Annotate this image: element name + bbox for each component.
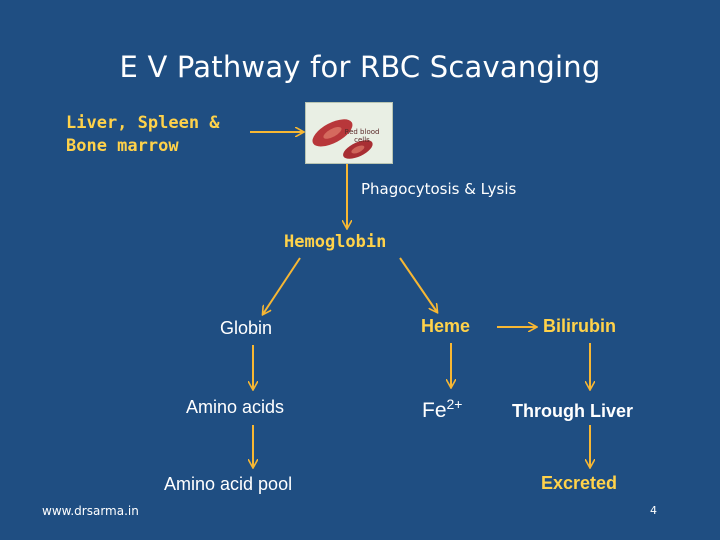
red-blood-cells-image: Red blood cells: [305, 102, 393, 164]
image-caption: Red blood cells: [344, 128, 380, 144]
globin-label: Globin: [220, 318, 273, 338]
slide-title: E V Pathway for RBC Scavanging: [119, 50, 601, 84]
hemoglobin-label: Hemoglobin: [284, 232, 387, 252]
arrow-hemoglobin-to-heme: [399, 257, 437, 312]
excreted-label: Excreted: [541, 473, 618, 493]
iron-ion-label: Fe2+: [422, 396, 462, 423]
red-blood-cell-illustration: [312, 119, 373, 159]
amino-acids-label: Amino acids: [186, 397, 285, 417]
website-footer: www.drsarma.in: [42, 504, 139, 518]
through-liver-label: Through Liver: [512, 401, 633, 421]
amino-acid-pool-label: Amino acid pool: [164, 474, 293, 494]
bilirubin-label: Bilirubin: [543, 316, 616, 336]
heme-label: Heme: [421, 316, 471, 336]
process-step-label: Phagocytosis & Lysis: [361, 180, 517, 198]
iron-charge: 2+: [446, 396, 463, 412]
arrow-hemoglobin-to-globin: [263, 257, 301, 314]
page-number: 4: [650, 504, 657, 517]
source-organs-label: Liver, Spleen & Bone marrow: [66, 113, 220, 156]
iron-symbol: Fe: [422, 399, 447, 422]
